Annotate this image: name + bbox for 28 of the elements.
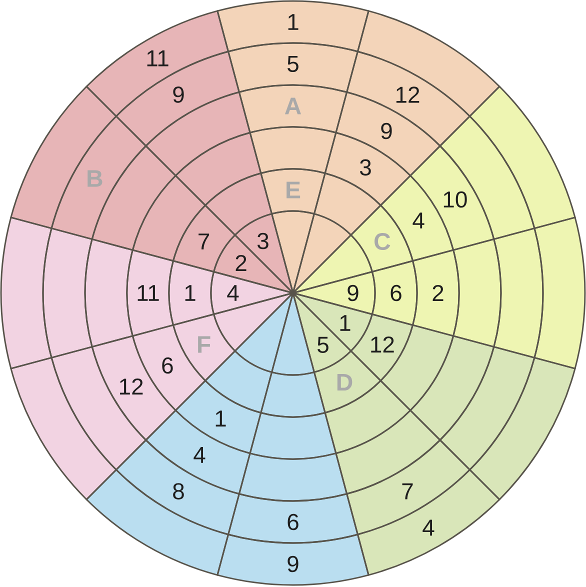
wheel-cell: A xyxy=(238,84,348,134)
wheel-cell: 5 xyxy=(228,42,358,93)
wheel-cell xyxy=(50,346,147,471)
wheel-cell xyxy=(10,356,117,500)
wheel-cell: 1 xyxy=(216,0,370,52)
wheel-cell xyxy=(439,115,536,240)
wheel-cell: 9 xyxy=(292,271,376,315)
wheel-cell: E xyxy=(260,168,326,215)
wheel-sector xyxy=(1,217,293,500)
wheel-cell: 2 xyxy=(412,249,460,337)
wheel-cell xyxy=(469,86,576,230)
wheel-cell xyxy=(0,216,52,370)
wheel-cell: 6 xyxy=(371,260,418,326)
wheel-cell xyxy=(10,86,117,230)
wheel-cell: 7 xyxy=(172,204,236,273)
wheel-cell xyxy=(356,10,500,117)
wheel-cell xyxy=(86,469,230,576)
wheel-cell: 1 xyxy=(168,260,215,326)
wheel-cell xyxy=(469,356,576,500)
wheel-cell: B xyxy=(50,115,147,240)
wheel-cell: 6 xyxy=(228,493,358,544)
wheel-cell xyxy=(534,216,586,370)
wheel-cell: C xyxy=(350,204,414,273)
wheel-cell: 11 xyxy=(126,249,174,337)
wheel-cell: F xyxy=(172,313,236,382)
wheel-cell: 9 xyxy=(216,534,370,586)
wheel-cell xyxy=(174,132,262,206)
wheel-cell: 4 xyxy=(210,271,294,315)
